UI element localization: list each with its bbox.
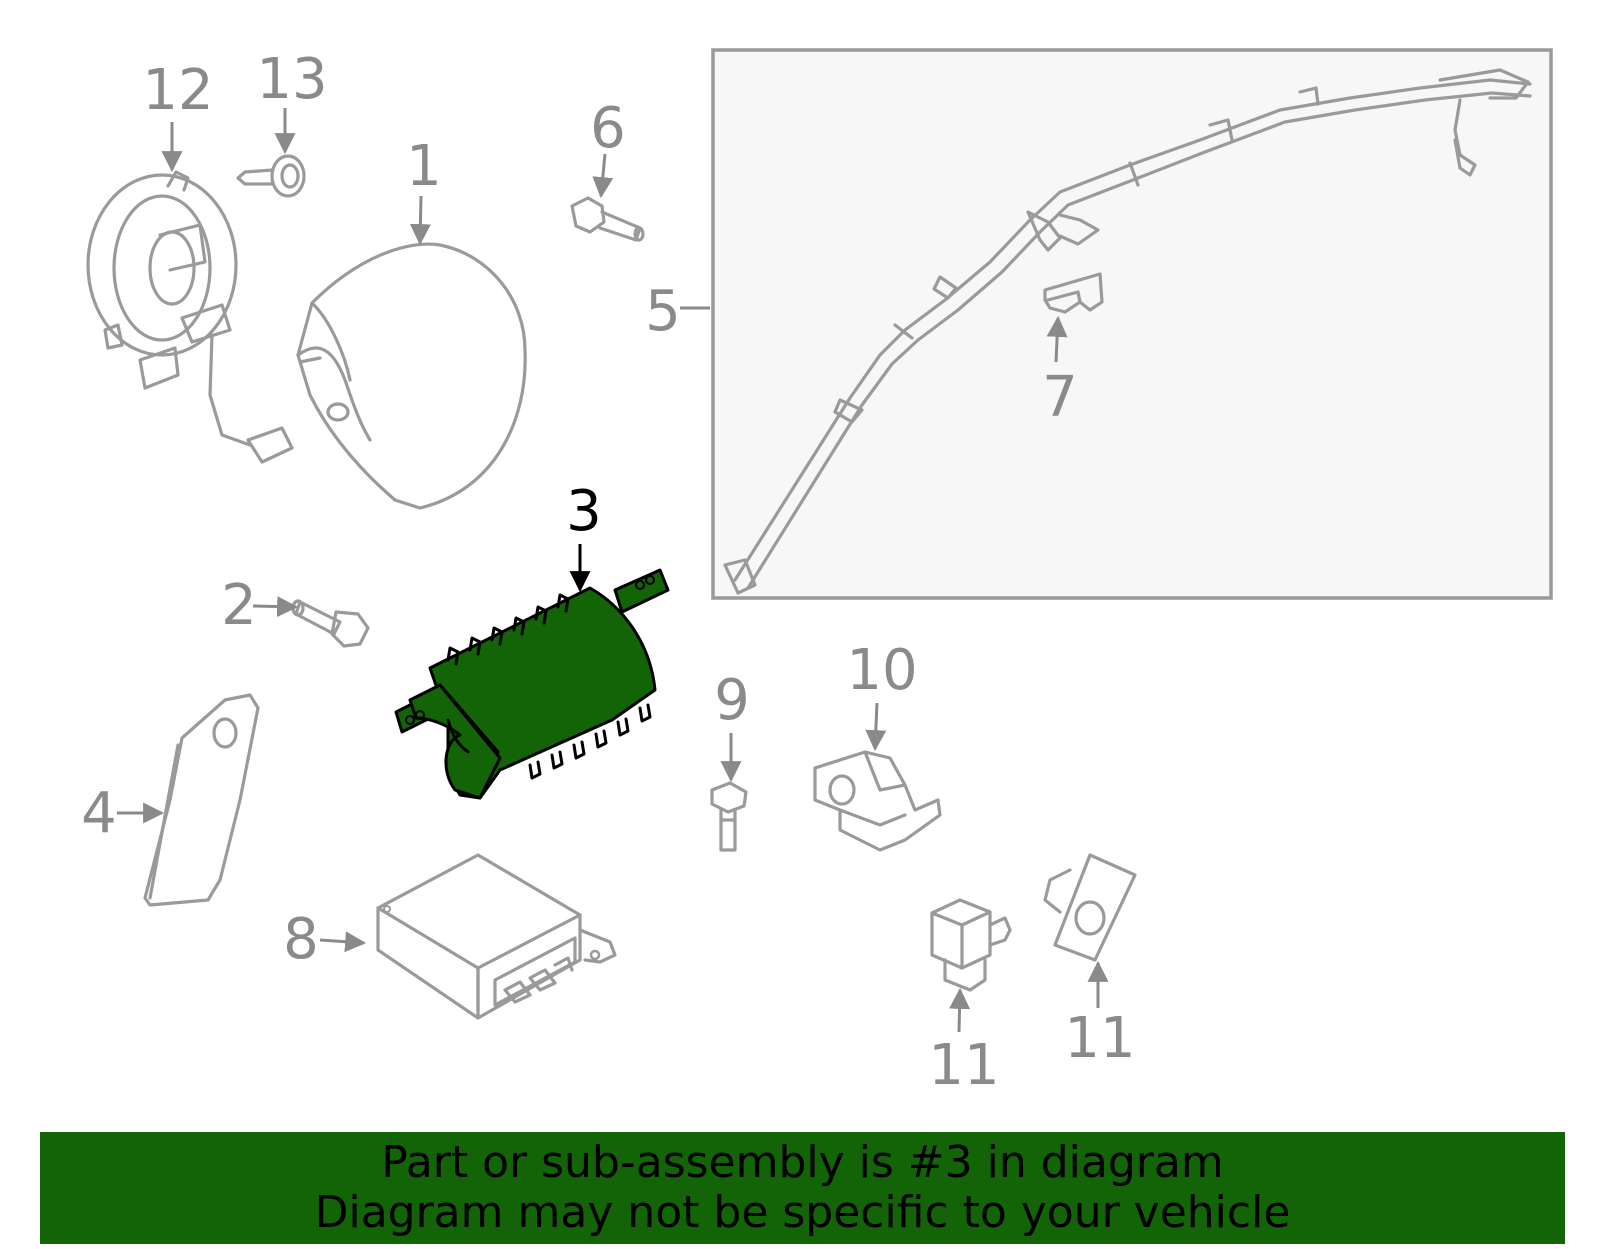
part-2-bolt [291, 599, 370, 648]
callout-11-left: 11 [928, 1033, 999, 1098]
callout-6: 6 [590, 96, 626, 161]
part-3-passenger-airbag [394, 568, 670, 800]
callout-numbers: 12 13 1 6 5 7 3 2 4 9 10 8 11 11 [81, 47, 1135, 1098]
callout-2: 2 [221, 573, 257, 638]
part-11-sensor-right [1043, 853, 1137, 962]
part-6-bolt [570, 196, 645, 242]
callout-4: 4 [81, 781, 117, 846]
callout-13: 13 [256, 47, 327, 112]
curtain-airbag-frame [711, 48, 1553, 600]
part-10-sensor [813, 750, 942, 852]
leader-lines [117, 108, 1109, 1033]
part-4-knee-airbag [143, 693, 260, 907]
callout-7: 7 [1042, 365, 1078, 430]
banner-line-2: Diagram may not be specific to your vehi… [314, 1187, 1291, 1238]
passenger-airbag-bracket-right [613, 568, 670, 614]
banner-line-1: Part or sub-assembly is #3 in diagram [381, 1137, 1224, 1188]
part-11-sensor-left [930, 898, 1012, 992]
callout-5: 5 [645, 279, 681, 344]
part-12-clock-spring [86, 170, 294, 464]
part-5-curtain-airbag [711, 48, 1553, 600]
info-banner: Part or sub-assembly is #3 in diagram Di… [40, 1132, 1565, 1244]
part-13-screw [236, 154, 306, 198]
part-8-control-module [376, 853, 617, 1020]
callout-3: 3 [566, 479, 602, 544]
callout-10: 10 [846, 638, 917, 703]
callout-11-right: 11 [1064, 1006, 1135, 1071]
callout-8: 8 [283, 907, 319, 972]
part-9-bolt [710, 781, 748, 852]
callout-1: 1 [406, 134, 442, 199]
callout-12: 12 [142, 58, 213, 123]
callout-9: 9 [714, 668, 750, 733]
part-1-driver-airbag [296, 242, 527, 510]
